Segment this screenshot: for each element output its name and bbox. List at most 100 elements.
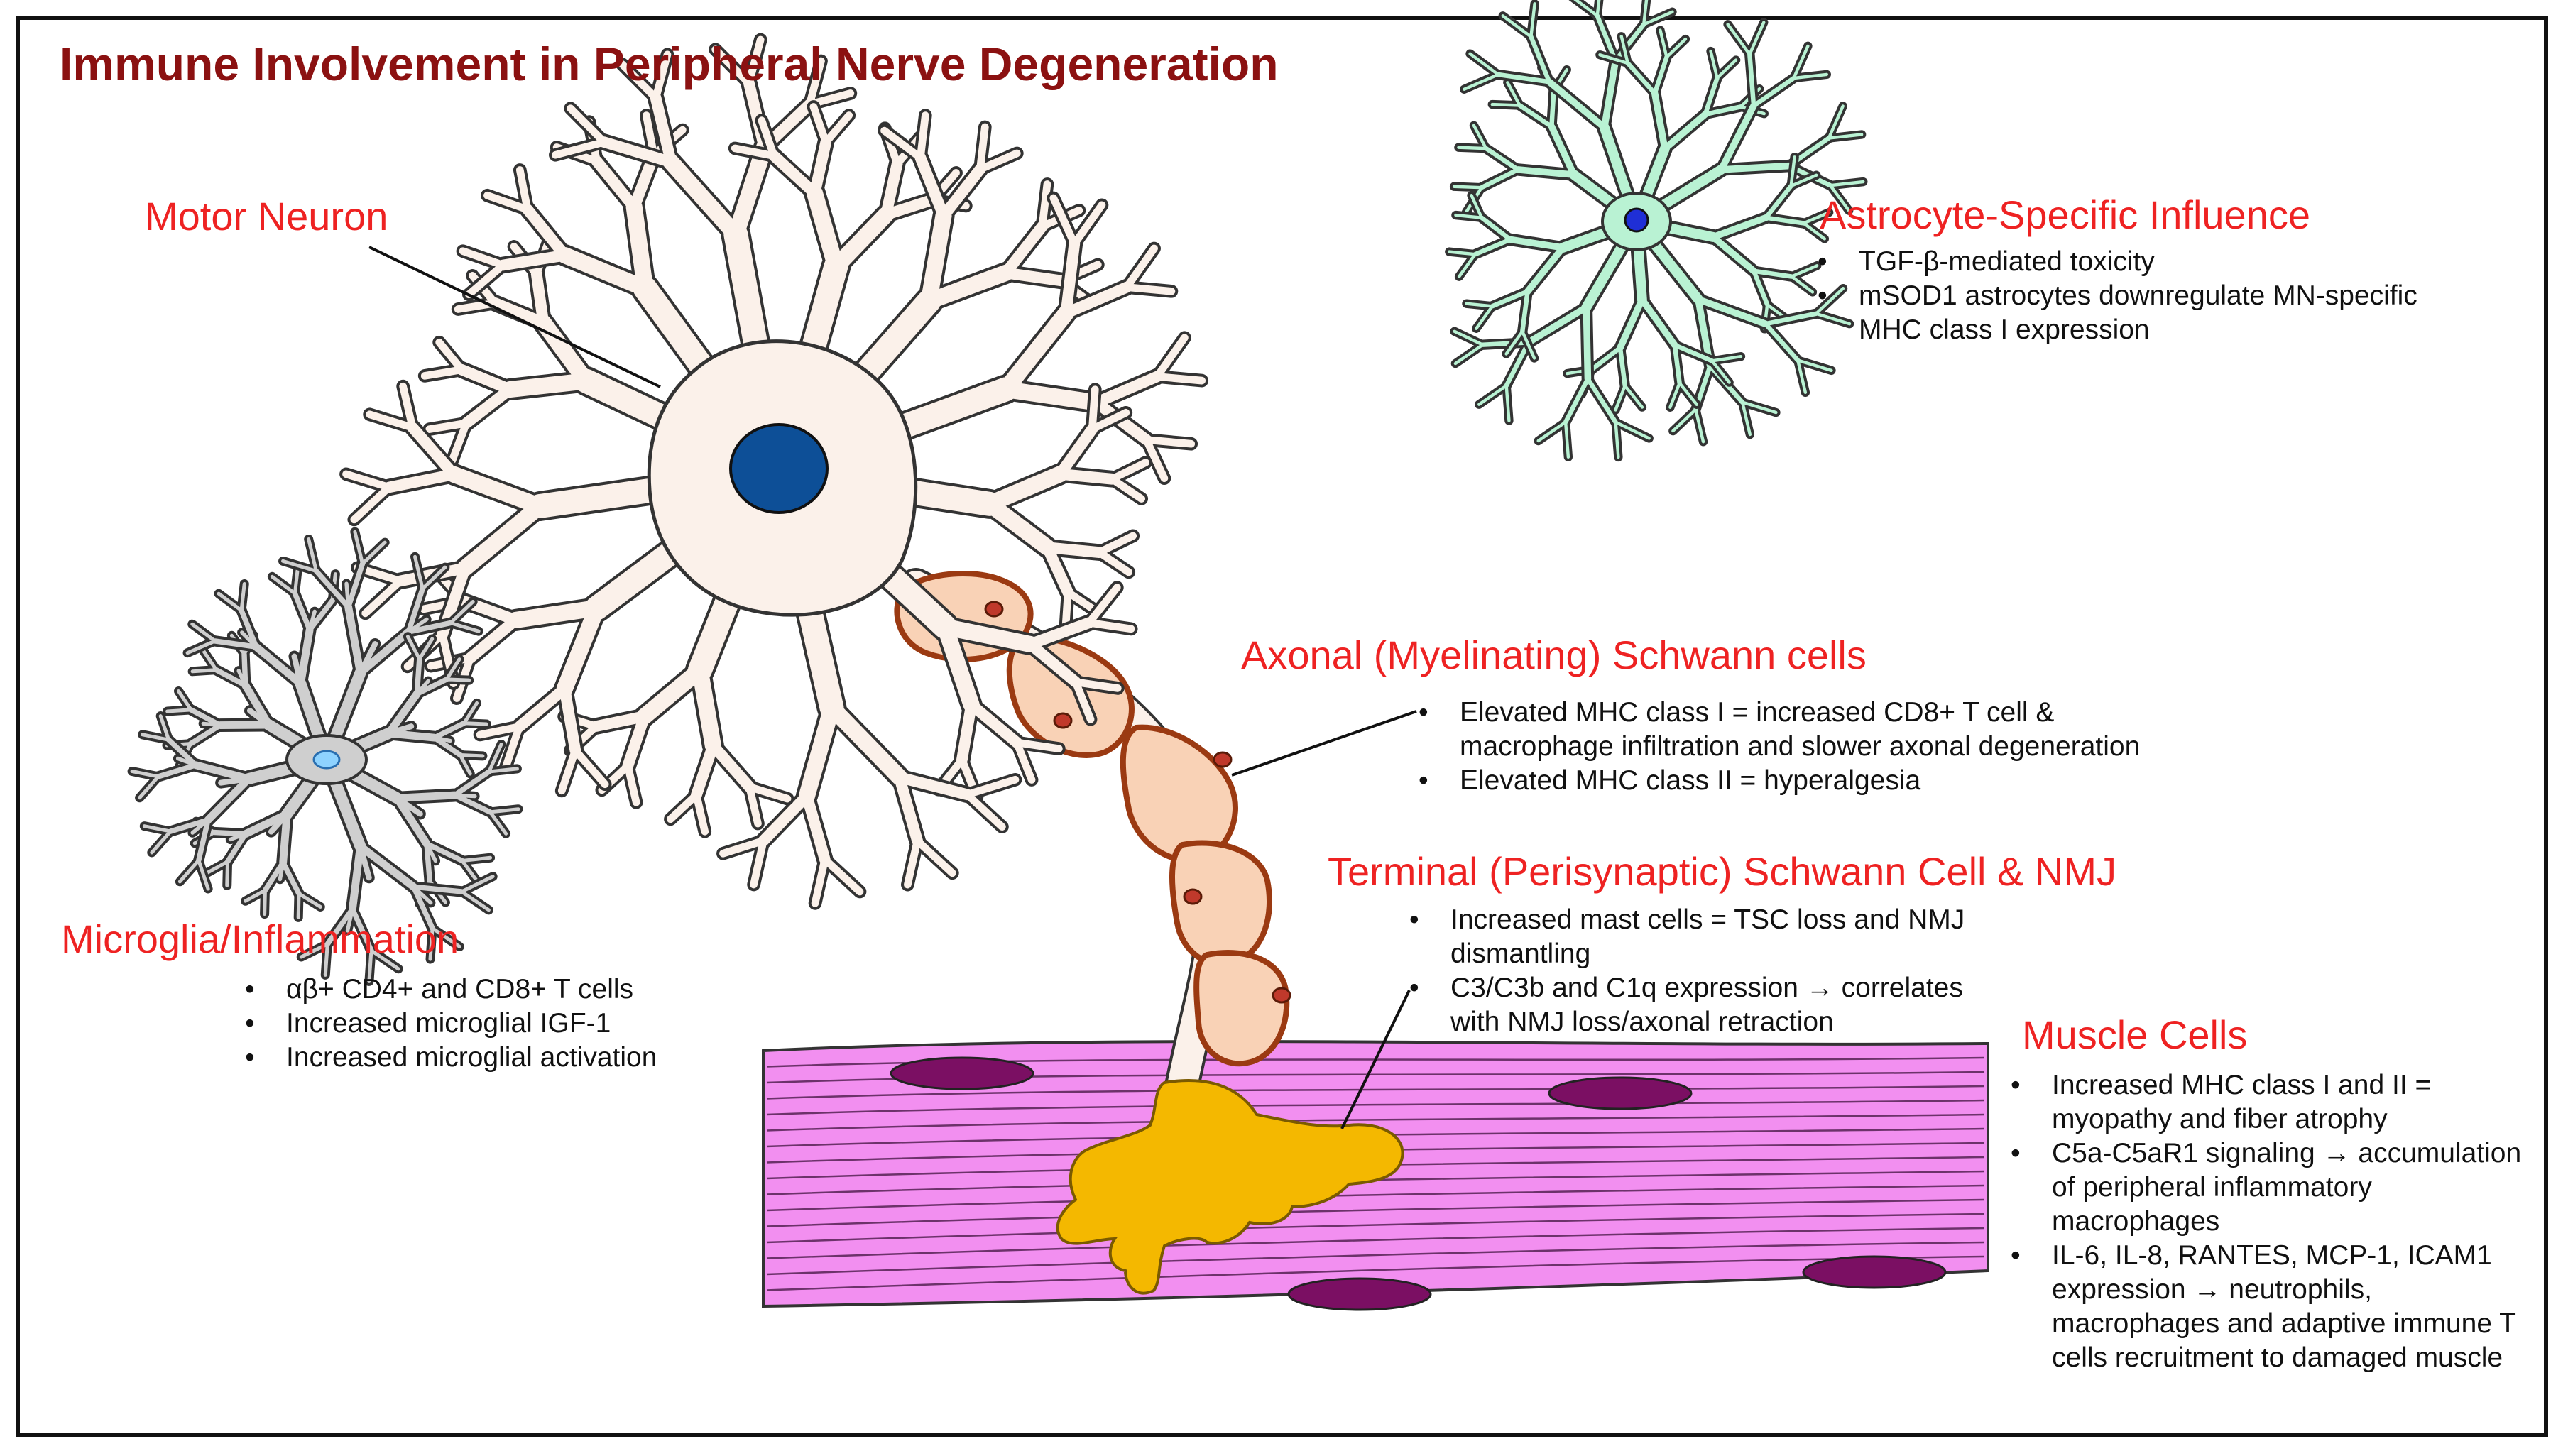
process-branch xyxy=(1665,37,1688,59)
muscle-striation xyxy=(766,1255,1985,1291)
process-branch xyxy=(142,824,173,833)
process-branch xyxy=(425,841,438,863)
process-branch xyxy=(1790,264,1819,278)
process-branch xyxy=(823,699,908,786)
schwann-cell xyxy=(1193,950,1290,1067)
terminal-schwann-bullet: Increased mast cells = TSC loss and NMJ … xyxy=(1409,903,2013,971)
process-branch xyxy=(262,860,286,893)
muscle-striation xyxy=(766,1241,1985,1276)
process-branch xyxy=(1659,28,1668,59)
process-branch xyxy=(938,163,986,221)
process-branch xyxy=(1617,295,1646,351)
microglia-bullet: Increased microglial IGF-1 xyxy=(245,1007,756,1041)
process-branch xyxy=(458,753,485,758)
process-branch xyxy=(448,419,471,464)
process-branch xyxy=(1548,123,1578,178)
process-branch xyxy=(1710,359,1731,384)
process-branch xyxy=(692,791,709,836)
process-branch xyxy=(692,662,721,754)
process-branch xyxy=(357,843,372,881)
process-branch xyxy=(213,667,248,689)
process-branch xyxy=(1661,111,1709,153)
process-branch xyxy=(420,366,466,380)
process-branch xyxy=(1796,358,1833,373)
process-branch xyxy=(1546,78,1608,131)
process-branch xyxy=(323,942,329,977)
process-branch xyxy=(1828,180,1865,187)
process-branch xyxy=(1091,371,1163,408)
process-branch xyxy=(280,860,302,897)
process-branch xyxy=(212,829,248,837)
process-branch xyxy=(1142,436,1196,448)
microglia-bullet: Increased microglial activation xyxy=(245,1041,756,1075)
process-branch xyxy=(1703,104,1743,117)
process-branch xyxy=(1457,253,1477,278)
process-branch xyxy=(165,737,199,768)
process-branch xyxy=(880,158,903,221)
process-branch xyxy=(798,699,841,804)
process-branch xyxy=(997,305,1074,398)
process-branch xyxy=(415,679,430,696)
process-branch xyxy=(1790,275,1815,294)
process-branch xyxy=(1740,400,1778,415)
process-branch xyxy=(488,810,508,836)
process-branch xyxy=(1763,311,1819,327)
process-branch xyxy=(976,149,1021,173)
process-branch xyxy=(313,568,351,610)
process-branch xyxy=(394,795,423,817)
process-branch xyxy=(1525,304,1590,346)
muscle-heading: Muscle Cells xyxy=(2022,1012,2248,1057)
process-branch xyxy=(350,483,393,524)
process-branch xyxy=(190,668,219,674)
process-branch xyxy=(1763,183,1793,220)
process-branch xyxy=(1672,342,1682,385)
process-branch xyxy=(218,776,252,786)
process-branch xyxy=(893,772,973,801)
process-branch xyxy=(459,875,495,894)
process-branch xyxy=(1549,88,1556,129)
process-branch xyxy=(457,498,548,576)
process-branch xyxy=(691,740,719,801)
process-branch xyxy=(1000,267,1067,287)
process-branch xyxy=(515,166,532,214)
muscle-striation xyxy=(766,1085,1985,1100)
process-branch xyxy=(1480,340,1531,347)
process-branch xyxy=(324,906,356,947)
process-branch xyxy=(1573,0,1599,18)
process-branch xyxy=(731,144,778,160)
process-branch xyxy=(445,466,548,515)
process-branch xyxy=(809,136,832,199)
process-branch xyxy=(981,496,1056,556)
process-branch xyxy=(356,628,412,677)
process-branch xyxy=(432,735,464,758)
process-branch xyxy=(202,649,219,672)
process-branch xyxy=(652,50,672,102)
process-branch xyxy=(240,630,258,649)
schwann-nucleus xyxy=(1183,888,1203,905)
process-branch xyxy=(188,707,223,728)
process-branch xyxy=(1506,80,1521,107)
process-branch xyxy=(357,641,378,676)
process-branch xyxy=(1678,381,1699,407)
muscle-striation xyxy=(766,1099,1985,1116)
process-branch xyxy=(225,860,230,887)
terminal-schwann-bullets: Increased mast cells = TSC loss and NMJ … xyxy=(1409,903,2013,1039)
process-branch xyxy=(1085,584,1121,627)
astrocyte xyxy=(1445,0,1868,462)
process-branch xyxy=(279,810,291,867)
process-branch xyxy=(1483,146,1521,173)
process-branch xyxy=(236,669,248,688)
process-branch xyxy=(1796,358,1808,395)
process-branch xyxy=(758,790,813,847)
process-branch xyxy=(719,836,767,858)
process-branch xyxy=(361,540,387,566)
process-branch xyxy=(432,735,452,743)
process-branch xyxy=(1475,305,1495,330)
process-branch xyxy=(150,829,173,855)
terminal-schwann-heading: Terminal (Perisynaptic) Schwann Cell & N… xyxy=(1328,849,2117,894)
process-branch xyxy=(386,723,415,737)
process-branch xyxy=(1453,329,1485,346)
process-branch xyxy=(711,45,753,87)
process-branch xyxy=(432,720,467,740)
